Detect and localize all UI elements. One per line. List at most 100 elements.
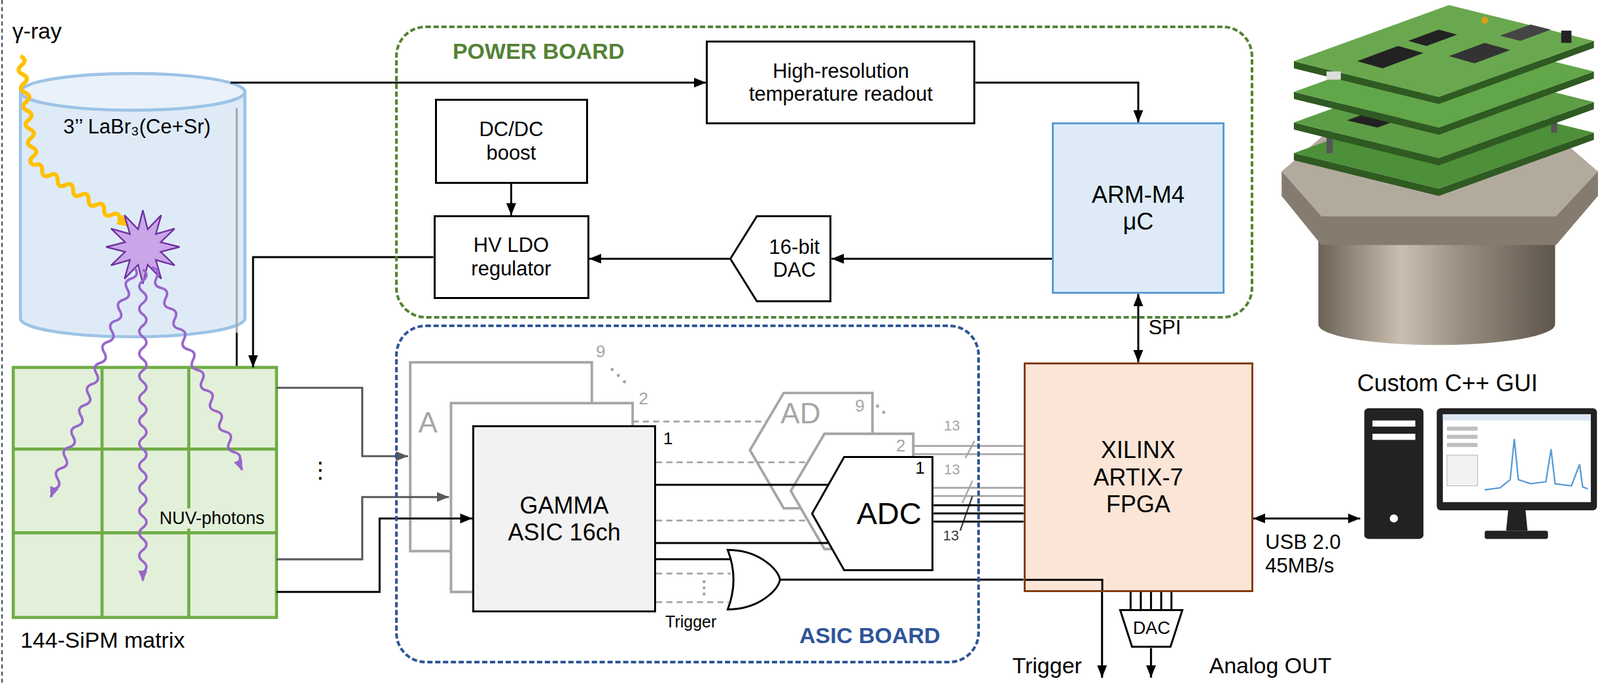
callout-number: 1 (915, 459, 925, 477)
computer-icon (1446, 434, 1478, 439)
connector (1137, 293, 1140, 363)
sipm-grid (100, 367, 105, 618)
gamma-ray-wave (17, 55, 38, 166)
crystal-cylinder (20, 91, 245, 337)
fpga-box: XILINX ARTIX-7 FPGA (1023, 362, 1254, 592)
or-gate: Trigger (726, 548, 782, 611)
computer-icon (1446, 426, 1478, 431)
ghost-asic (610, 367, 614, 371)
ghost-asic (622, 380, 627, 384)
or-gate (727, 550, 780, 610)
node-label: High-resolution temperature readout (722, 59, 959, 106)
dac-symbol (1120, 610, 1183, 647)
connector (230, 81, 707, 84)
node-label: DAC (1132, 618, 1171, 639)
crystal-cylinder (236, 332, 239, 368)
or-gate-outline (726, 548, 782, 611)
ghost-trigger-wire (656, 572, 731, 575)
computer-icon (1446, 442, 1478, 447)
bus-width: 13 (943, 417, 960, 434)
photon-wave (139, 269, 147, 581)
sipm-matrix: 144-SiPM matrixNUV-photons (13, 367, 277, 618)
ghost-adc (632, 420, 766, 423)
detector-render (1480, 17, 1489, 25)
detector-render (1408, 29, 1458, 46)
ghost-adc (875, 404, 880, 408)
photon-wave (47, 266, 139, 499)
connector (510, 183, 513, 216)
ghost-trigger-wire (702, 580, 706, 584)
edge-label: SPI (1148, 315, 1182, 340)
detector-render (1293, 5, 1595, 97)
board-region: ASIC BOARDGAMMA ASIC 16chADCTrigger (395, 324, 980, 664)
scintillation-burst (105, 209, 180, 284)
computer-icon (1372, 420, 1416, 427)
bus-width: 13 (943, 461, 960, 478)
ghost-trigger-wire (702, 586, 706, 590)
connector (253, 257, 434, 368)
computer-icon (1505, 510, 1528, 531)
node-label: 144-SiPM matrix (20, 627, 185, 653)
signal-name: Analog OUT (1209, 652, 1332, 679)
adc-symbol (812, 457, 933, 571)
detector-render (1448, 43, 1511, 64)
computer-icon (1443, 414, 1591, 420)
sipm-grid (13, 531, 277, 535)
sipm-grid (187, 367, 191, 618)
node-label: XILINX ARTIX-7 FPGA (1082, 436, 1194, 518)
detector-render (1326, 71, 1341, 80)
microcontroller-box: ARM-M4 μC (1051, 122, 1225, 294)
ellipsis-mark: ⋮ (309, 457, 332, 483)
bus-width: 13 (942, 527, 959, 544)
node-label: 3’’ LaBr₃(Ce+Sr) (63, 115, 211, 139)
gamma-ray-wave (17, 55, 38, 166)
detector-render (1357, 45, 1424, 69)
callout-number: 2 (896, 436, 906, 454)
photon-wave (139, 269, 147, 581)
trigger-wire (1025, 579, 1103, 591)
gamma-ray-wave (32, 162, 133, 229)
node-label: NUV-photons (158, 508, 267, 529)
callout-number: 1 (663, 429, 673, 447)
detector-render (1499, 24, 1551, 41)
signal-name: Trigger (1011, 652, 1082, 679)
process-box: DC/DC boost (434, 98, 589, 184)
gamma-ray-wave (17, 55, 133, 229)
callout-number: 2 (639, 389, 649, 407)
ghost-trigger-wire (656, 601, 729, 604)
computer: Custom C++ GUI (1359, 369, 1597, 543)
ghost-adc (656, 519, 808, 522)
process-box: HV LDO regulator (433, 215, 590, 299)
ghost-text: AD (780, 399, 821, 428)
ghost-asic (616, 374, 621, 378)
connector (1130, 591, 1171, 610)
process-box: High-resolution temperature readout (705, 40, 976, 125)
connector (975, 82, 1139, 123)
ghost-adc (965, 440, 975, 459)
output-arrow (1149, 648, 1152, 678)
connector (656, 557, 731, 560)
callout-number: 9 (854, 397, 865, 415)
signal-name: γ-ray (12, 18, 63, 44)
node-label: Trigger (665, 612, 717, 632)
ghost-trigger-wire (656, 573, 731, 603)
gamma-ray-wave (32, 162, 133, 229)
output-arrow (1100, 591, 1103, 678)
photon-wave (47, 266, 139, 499)
connector (1253, 517, 1361, 520)
computer-icon (1364, 408, 1598, 540)
crystal-cylinder (20, 73, 245, 110)
callout-number: 9 (595, 342, 606, 360)
node-label: DC/DC boost (462, 117, 561, 165)
node-label: 16-bit DAC (756, 235, 832, 282)
photon-wave (148, 266, 246, 472)
adc-symbol: ADC (811, 455, 934, 572)
computer-icon (1436, 408, 1597, 511)
computer-icon (1484, 438, 1589, 490)
computer-icon (1390, 514, 1398, 522)
crystal-cylinder (20, 73, 245, 367)
computer-icon (1443, 414, 1591, 502)
photon-wave (148, 266, 246, 472)
edge-label: USB 2.0 45MB/s (1265, 530, 1353, 577)
